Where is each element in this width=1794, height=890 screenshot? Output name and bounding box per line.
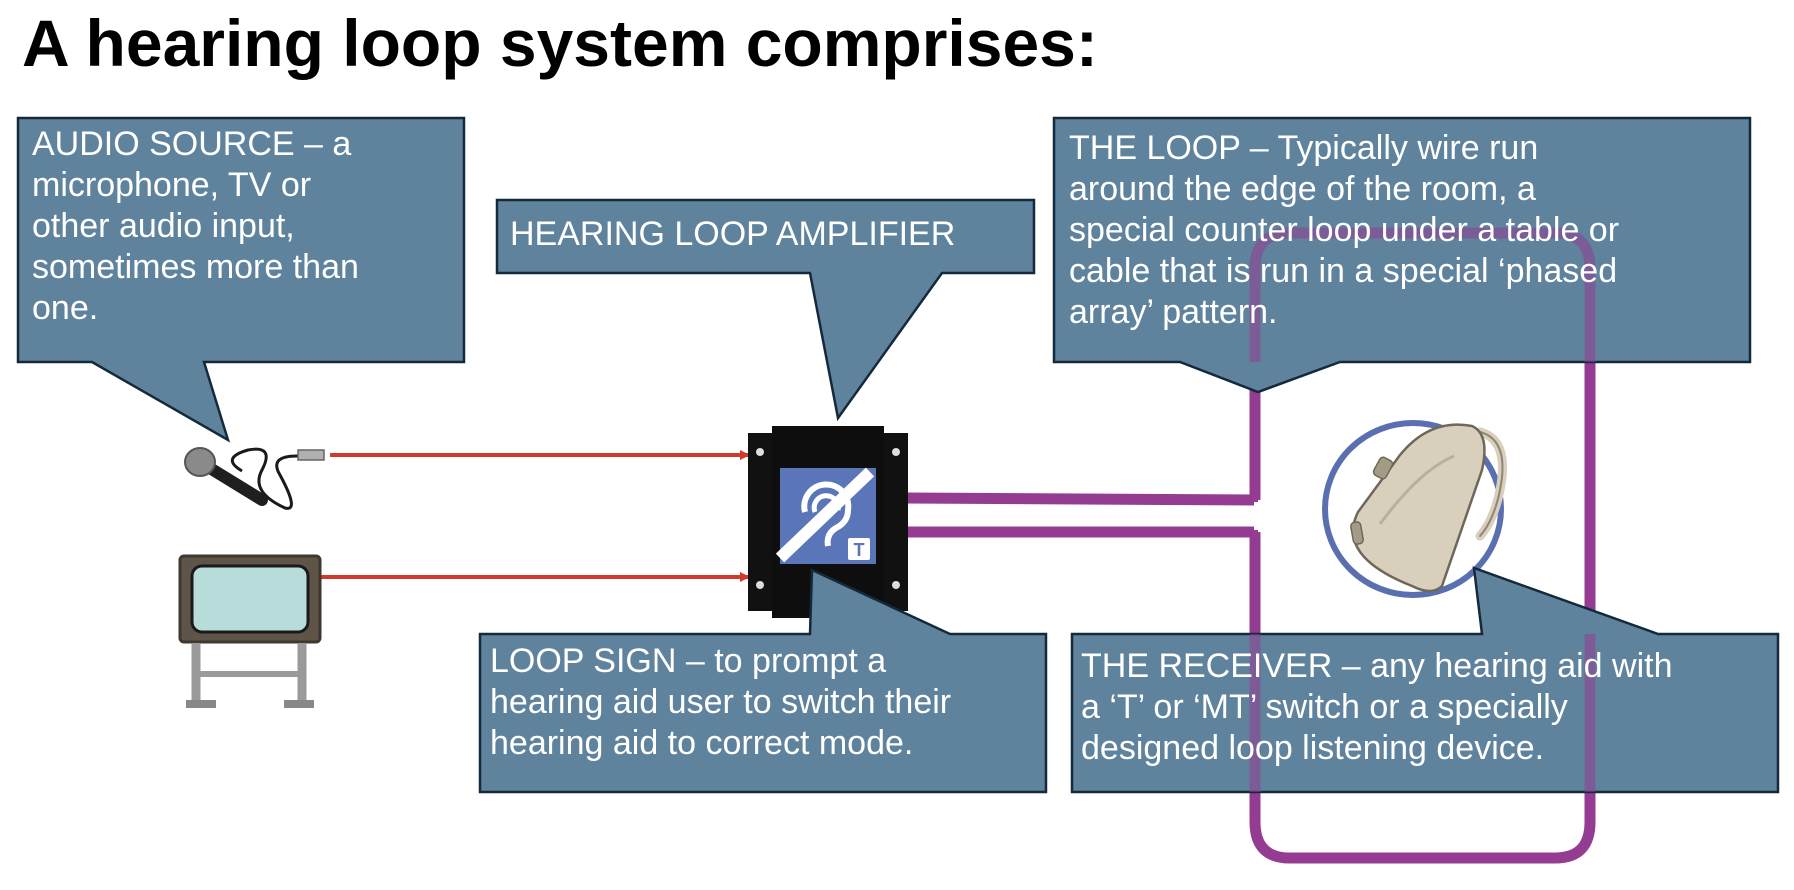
hearing-loop-sign-icon: T bbox=[775, 467, 876, 564]
audio-source-callout-shape bbox=[16, 116, 466, 443]
audio-source-line: other audio input, bbox=[32, 207, 295, 245]
loop-sign-callout-line: hearing aid user to switch their bbox=[490, 683, 952, 721]
receiver-callout-shape bbox=[1070, 566, 1780, 794]
loop-callout-line: cable that is run in a special ‘phased bbox=[1069, 252, 1618, 290]
loop-sign-callout-line: hearing aid to correct mode. bbox=[490, 724, 914, 762]
page-title: A hearing loop system comprises: bbox=[22, 6, 1098, 80]
loop-sign-callout-line: LOOP SIGN – to prompt a bbox=[490, 642, 887, 680]
receiver-callout-line: THE RECEIVER – any hearing aid with bbox=[1081, 647, 1673, 685]
receiver-callout: THE RECEIVER – any hearing aid with a ‘T… bbox=[1081, 646, 1672, 769]
audio-source-line: AUDIO SOURCE – a bbox=[32, 125, 352, 163]
audio-source-callout: AUDIO SOURCE – a microphone, TV or other… bbox=[32, 124, 359, 329]
loop-callout-line: THE LOOP – Typically wire run bbox=[1069, 129, 1539, 167]
loop-callout: THE LOOP – Typically wire run around the… bbox=[1069, 128, 1619, 333]
microphone-icon bbox=[184, 447, 325, 510]
television-icon bbox=[178, 554, 322, 708]
loop-callout-shape bbox=[1052, 116, 1752, 394]
receiver-callout-line: designed loop listening device. bbox=[1081, 729, 1545, 767]
loop-callout-line: around the edge of the room, a bbox=[1069, 170, 1536, 208]
hearing-aid-icon bbox=[1322, 420, 1507, 598]
room-loop-wire-overlay-top bbox=[1249, 227, 1596, 362]
receiver-callout-line: a ‘T’ or ‘MT’ switch or a specially bbox=[1081, 688, 1568, 726]
loop-feed-gap bbox=[1254, 502, 1266, 530]
loop-sign-letter: T bbox=[854, 540, 865, 560]
audio-source-line: sometimes more than bbox=[32, 248, 359, 286]
loop-sign-callout: LOOP SIGN – to prompt a hearing aid user… bbox=[490, 641, 951, 764]
room-loop-wire-overlay bbox=[1249, 634, 1596, 792]
audio-source-line: one. bbox=[32, 289, 99, 327]
audio-source-line: microphone, TV or bbox=[32, 166, 312, 204]
amplifier-callout: HEARING LOOP AMPLIFIER bbox=[510, 214, 955, 255]
loop-sign-callout-shape bbox=[478, 568, 1048, 794]
amplifier-callout-shape bbox=[495, 198, 1036, 422]
loop-callout-line: array’ pattern. bbox=[1069, 293, 1278, 331]
amplifier-label: HEARING LOOP AMPLIFIER bbox=[510, 215, 956, 253]
loop-feed-wire-top bbox=[905, 492, 1259, 506]
loop-callout-line: special counter loop under a table or bbox=[1069, 211, 1620, 249]
